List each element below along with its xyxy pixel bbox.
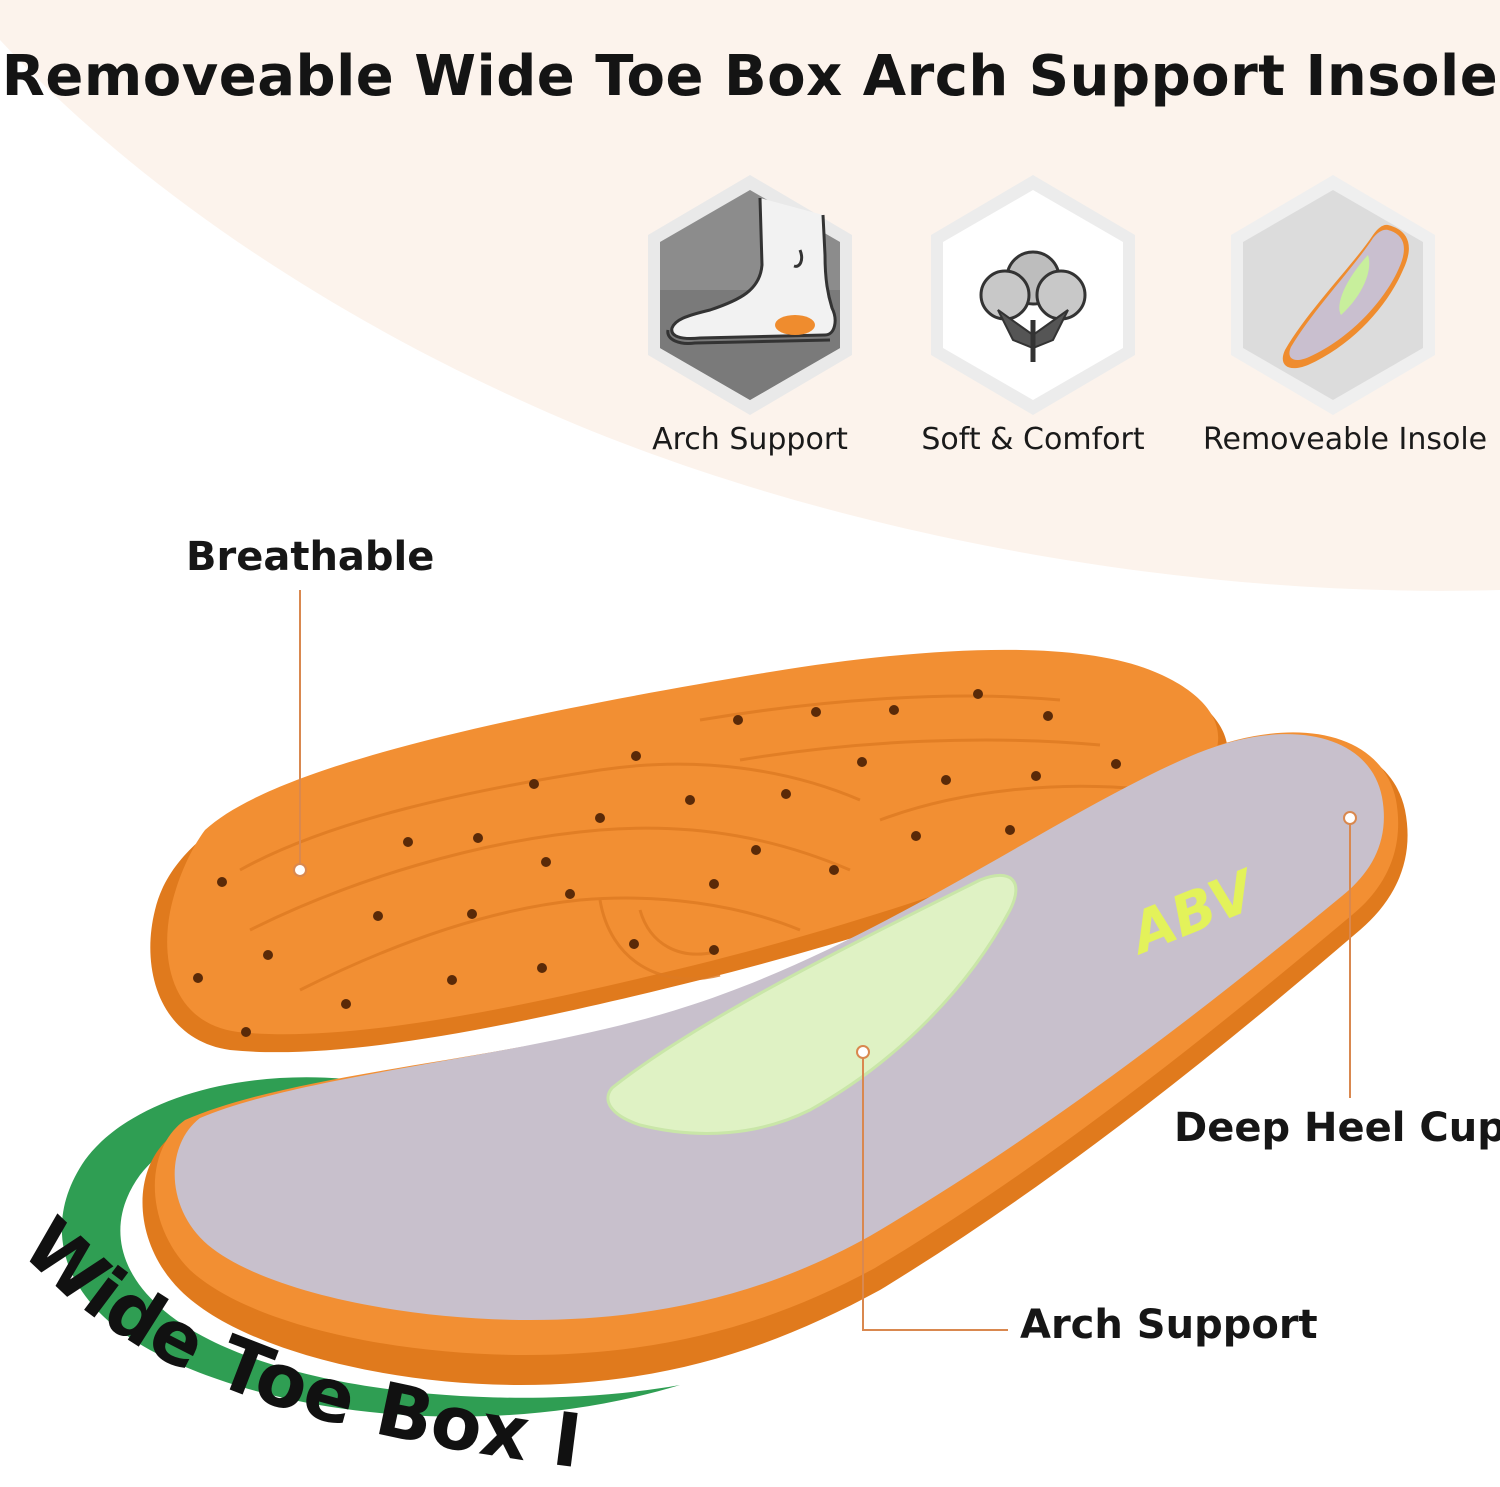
feature-label: Soft & Comfort (921, 422, 1145, 457)
feature-label: Arch Support (652, 422, 848, 457)
insole-icon (1231, 175, 1435, 415)
callout-leaders (293, 590, 1357, 1331)
callout-deep-heel-cup: Deep Heel Cup (1174, 1105, 1500, 1151)
foot-arch-icon (648, 175, 852, 415)
feature-arch-support: Arch Support (620, 170, 880, 457)
feature-label: Removeable Insole (1203, 422, 1488, 457)
feature-removeable-insole: Removeable Insole (1203, 170, 1488, 457)
page-title: Removeable Wide Toe Box Arch Support Ins… (1, 44, 1499, 109)
insole-top: ABV (142, 732, 1408, 1385)
feature-soft-comfort: Soft & Comfort (903, 170, 1163, 457)
callout-breathable: Breathable (186, 534, 435, 580)
insole-underside (150, 649, 1228, 1053)
cotton-icon (931, 175, 1135, 415)
callout-arch-support: Arch Support (1020, 1302, 1318, 1348)
